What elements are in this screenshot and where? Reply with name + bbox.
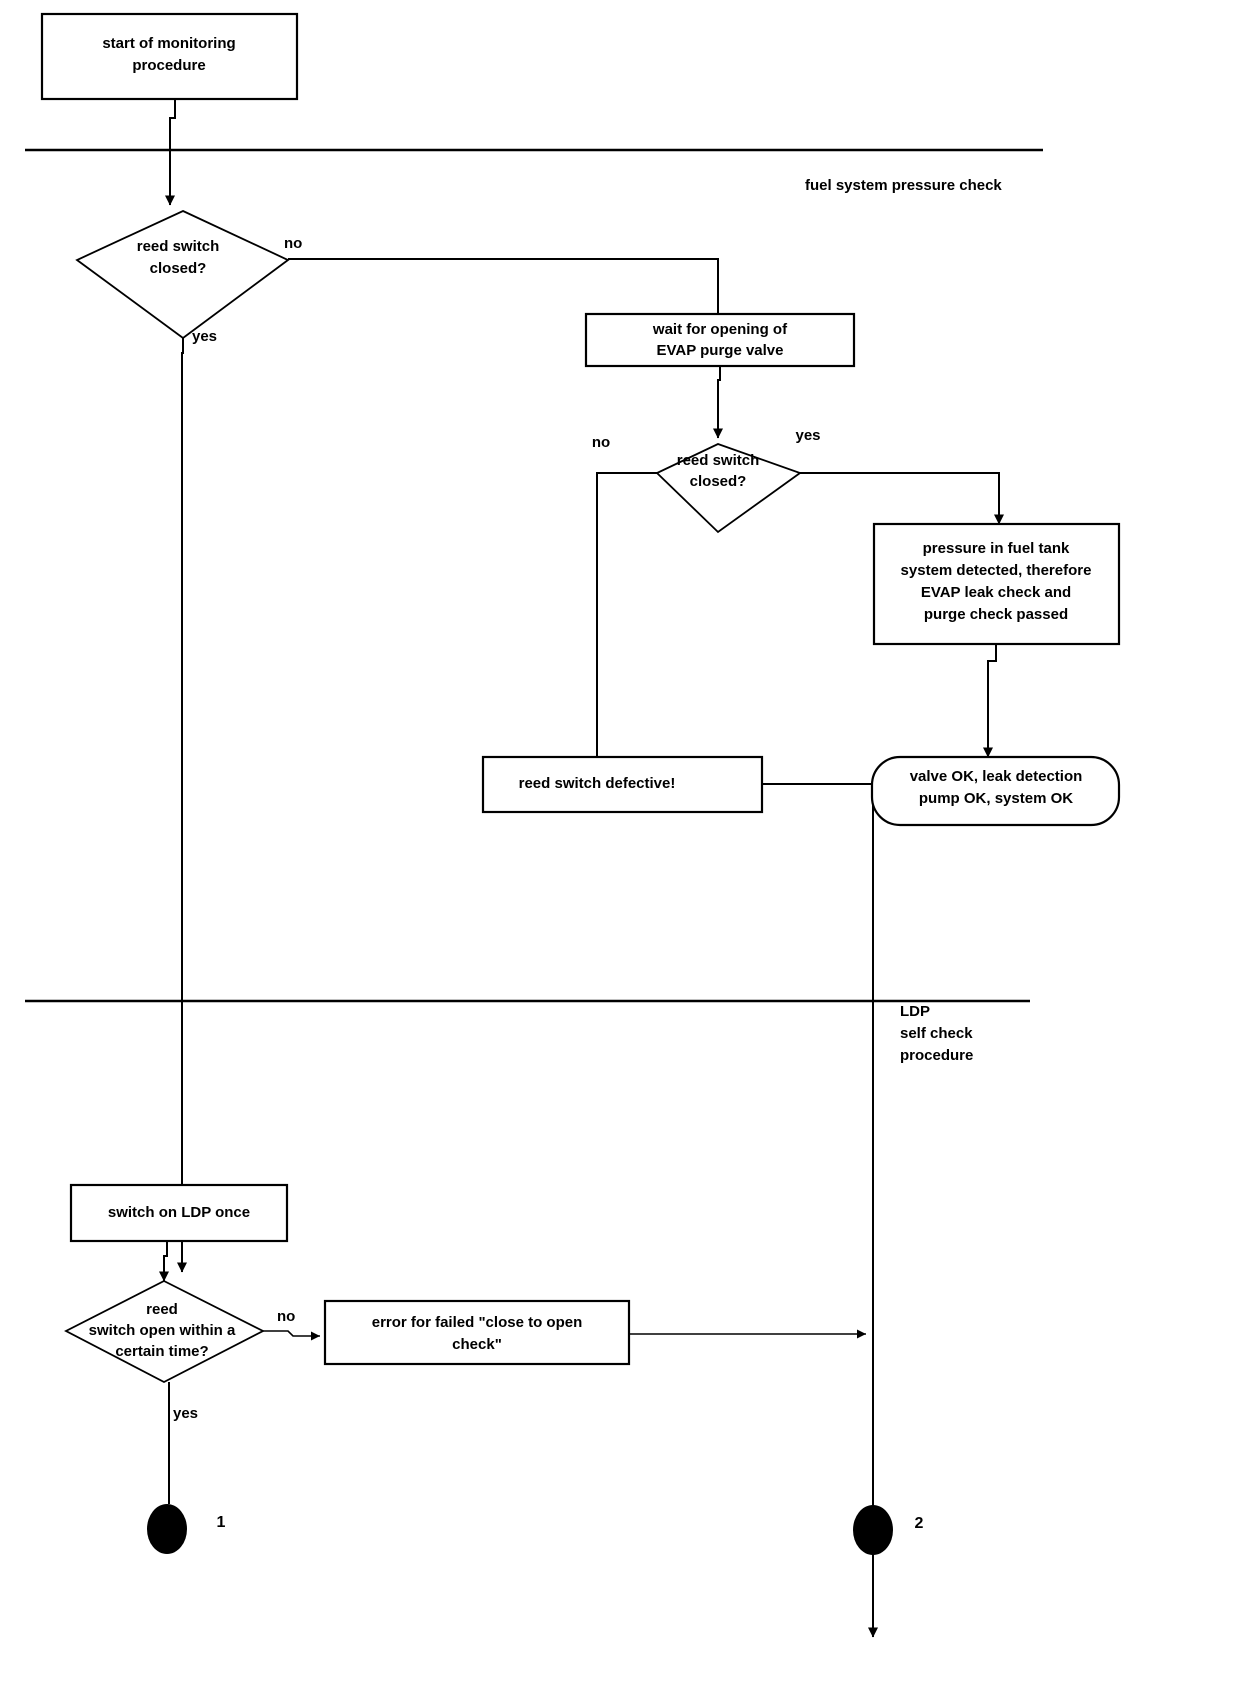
node-valve-ok-terminal[interactable]: valve OK, leak detection pump OK, system… — [870, 755, 1121, 827]
swimlane-label-fuel-system-pressure-check: fuel system pressure check — [805, 177, 1002, 194]
node-end-terminal-1[interactable]: 1 — [147, 1504, 226, 1554]
node-decision1-line1: reed switch — [137, 238, 220, 255]
swimlane-label-ldp-line2: self check — [900, 1025, 973, 1042]
node-decision3-line1: reed — [146, 1301, 178, 1318]
node-decision-reed-switch-closed-1[interactable]: reed switch closed? — [75, 210, 290, 340]
edge-decision2-yes-to-pressure — [800, 472, 1004, 525]
node-wait-for-opening-evap-purge-valve[interactable]: wait for opening of EVAP purge valve — [584, 312, 856, 368]
node-error-line2: check" — [452, 1336, 502, 1353]
node-switch-ldp-line1: switch on LDP once — [108, 1204, 250, 1221]
edge-label-decision1-no: no — [284, 235, 302, 252]
node-decision3-line3: certain time? — [115, 1343, 208, 1360]
swimlane-label-ldp-line3: procedure — [900, 1047, 973, 1064]
edge-label-decision3-no: no — [277, 1308, 295, 1325]
node-pressure-line3: EVAP leak check and — [921, 584, 1071, 601]
edge-decision2-no-to-reed-defective — [592, 472, 657, 801]
node-error-line1: error for failed "close to open — [372, 1314, 582, 1331]
edge-label-decision2-no: no — [592, 434, 610, 451]
edge-label-decision3-yes: yes — [173, 1405, 198, 1422]
terminal-2-label: 2 — [915, 1515, 924, 1532]
edge-label-decision1-yes: yes — [192, 328, 217, 345]
edge-switch-ldp-to-decision3 — [159, 1241, 169, 1282]
node-switch-on-ldp-once[interactable]: switch on LDP once — [69, 1183, 289, 1243]
node-end-terminal-2[interactable]: 2 — [853, 1505, 924, 1555]
swimlane-label-ldp-line1: LDP — [900, 1003, 930, 1020]
node-decision-reed-switch-closed-2[interactable]: reed switch closed? — [655, 443, 802, 534]
edge-decision1-no-to-wait — [288, 258, 723, 331]
node-reed-switch-defective[interactable]: reed switch defective! — [481, 755, 764, 814]
node-error-close-to-open-check[interactable]: error for failed "close to open check" — [323, 1299, 631, 1366]
node-start-line2: procedure — [132, 57, 205, 74]
node-wait-line1: wait for opening of — [652, 321, 788, 338]
node-pressure-line2: system detected, therefore — [901, 562, 1092, 579]
node-reed-defective-line1: reed switch defective! — [519, 775, 676, 792]
node-decision1-line2: closed? — [150, 260, 207, 277]
node-pressure-line1: pressure in fuel tank — [923, 540, 1070, 557]
node-pressure-line4: purge check passed — [924, 606, 1068, 623]
node-start-line1: start of monitoring — [102, 35, 235, 52]
edge-pressure-to-valve-ok — [983, 644, 997, 758]
node-start-of-monitoring-procedure[interactable]: start of monitoring procedure — [40, 12, 299, 101]
edge-start-to-decision1 — [165, 99, 176, 206]
edge-wait-to-decision2 — [713, 366, 723, 439]
node-decision3-line2: switch open within a — [89, 1322, 236, 1339]
node-decision2-line2: closed? — [690, 473, 747, 490]
node-pressure-detected[interactable]: pressure in fuel tank system detected, t… — [872, 522, 1121, 646]
node-wait-line2: EVAP purge valve — [656, 342, 783, 359]
edge-reed-defective-to-end2 — [762, 783, 878, 1638]
terminal-1-label: 1 — [217, 1514, 226, 1531]
node-decision2-line1: reed switch — [677, 452, 760, 469]
node-valve-ok-line1: valve OK, leak detection — [910, 768, 1083, 785]
edge-label-decision2-yes: yes — [795, 427, 820, 444]
edge-decision3-no-to-error — [263, 1330, 320, 1341]
node-decision-switch-open-within-time[interactable]: reed switch open within a certain time? — [64, 1279, 265, 1384]
edge-decision1-yes-to-switch-ldp — [177, 338, 187, 1273]
node-valve-ok-line2: pump OK, system OK — [919, 790, 1073, 807]
